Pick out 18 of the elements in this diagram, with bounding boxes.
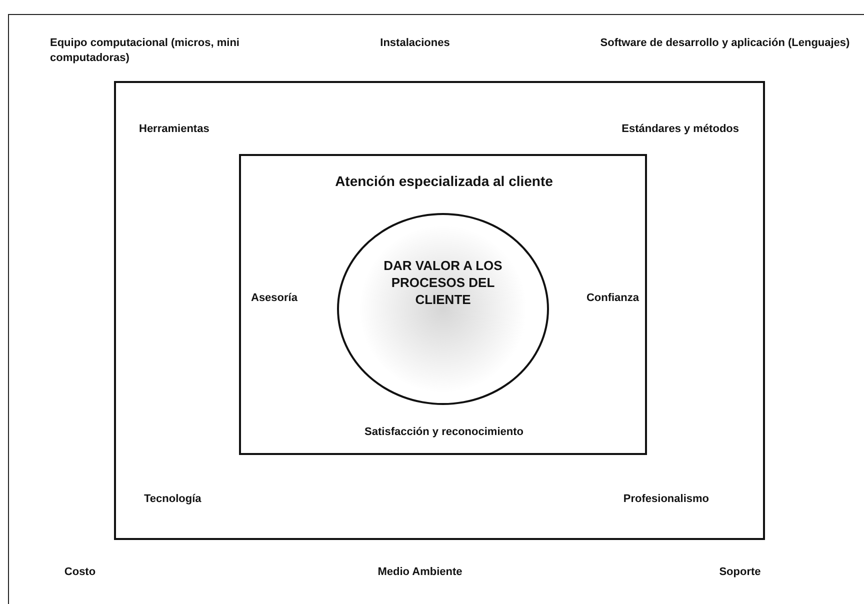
outer-label: Soporte xyxy=(718,565,762,580)
box-label: Tecnología xyxy=(144,492,202,507)
outer-label: Equipo computacional (micros, mini computadoras) xyxy=(50,36,240,66)
inner-box xyxy=(239,154,647,455)
box-label: Herramientas xyxy=(139,122,210,137)
outer-label: Costo xyxy=(63,565,97,580)
circle-text: DAR VALOR A LOS PROCESOS DEL CLIENTE xyxy=(382,257,504,308)
outer-label: Software de desarrollo y aplicación (Lenguajes) xyxy=(599,36,851,51)
middle-box xyxy=(114,81,765,540)
box-label: Confianza xyxy=(585,291,639,306)
box-label: Satisfacción y reconocimiento xyxy=(364,425,524,440)
outer-label: Medio Ambiente xyxy=(376,565,464,580)
box-label: Atención especializada al cliente xyxy=(334,172,554,190)
box-label: Profesionalismo xyxy=(622,492,709,507)
box-label: Estándares y métodos xyxy=(620,122,739,137)
outer-frame xyxy=(8,14,864,604)
box-label: Asesoría xyxy=(251,291,298,306)
outer-label: Instalaciones xyxy=(379,36,451,51)
